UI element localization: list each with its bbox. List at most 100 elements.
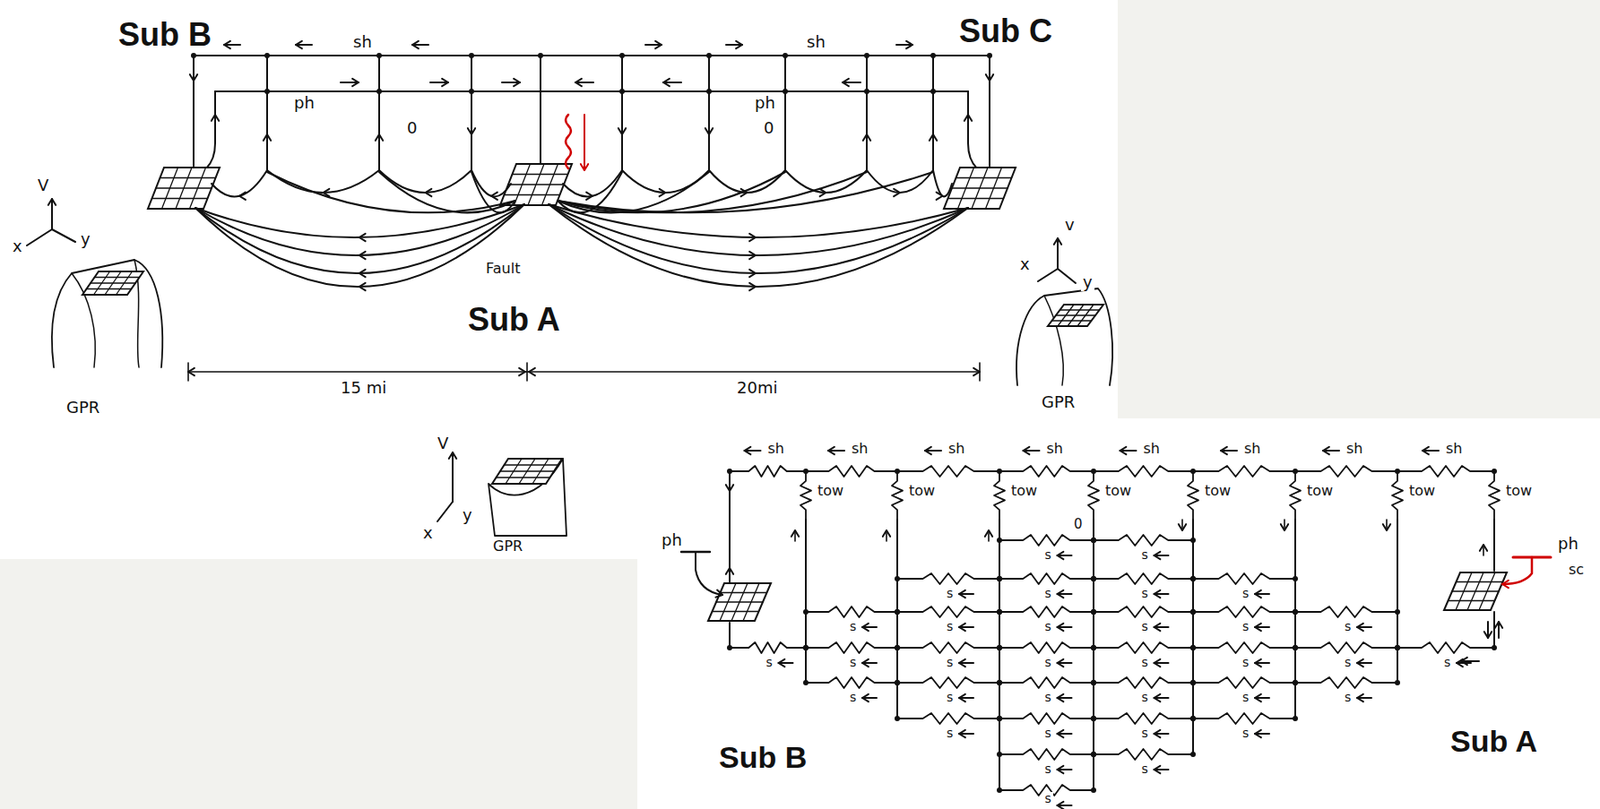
wire — [526, 363, 528, 381]
arrowhead — [1154, 730, 1161, 738]
junction-dot — [468, 88, 475, 95]
arrowhead — [1357, 659, 1364, 667]
wire-label: sh — [1444, 441, 1464, 458]
resistor-label: s — [1442, 656, 1453, 670]
ground-grid — [1047, 304, 1104, 327]
arrowhead — [211, 114, 219, 122]
arrowhead — [224, 41, 231, 49]
arrowhead — [359, 251, 366, 260]
wire-label: sh — [766, 441, 787, 458]
resistor-symbol — [1193, 642, 1296, 654]
resistor-symbol — [1193, 606, 1296, 618]
arrowhead — [726, 568, 734, 575]
resistor-label: s — [944, 656, 955, 670]
wire — [1056, 238, 1059, 269]
dimension-label: 15 mi — [338, 380, 389, 398]
wire — [1067, 304, 1084, 327]
arrowhead — [1057, 802, 1064, 809]
junction-dot — [1394, 645, 1401, 651]
dimension-label: 20mi — [735, 380, 779, 398]
junction-dot — [894, 716, 900, 722]
junction-dot — [894, 680, 900, 686]
resistor-symbol — [1093, 466, 1194, 477]
resistor-symbol — [1397, 466, 1495, 477]
arrowhead — [425, 189, 433, 197]
wire — [116, 271, 133, 295]
arrowhead — [1502, 580, 1509, 589]
junction-dot — [1090, 576, 1097, 582]
gpr-sketch — [1016, 288, 1113, 386]
arrowhead — [359, 233, 366, 242]
gpr-label: GPR — [64, 399, 102, 417]
wire-label: tow — [1305, 484, 1335, 500]
junction-dot — [1190, 576, 1196, 582]
junction-dot — [1292, 645, 1298, 651]
junction-dot — [264, 88, 270, 95]
wire — [1181, 519, 1184, 531]
arrowhead — [655, 41, 662, 49]
wire — [743, 583, 760, 622]
junction-dot — [803, 645, 809, 651]
junction-dot — [1190, 537, 1196, 544]
wire-label: sh — [1344, 441, 1365, 458]
arrowhead — [1154, 552, 1161, 560]
junction-dot — [1394, 680, 1401, 686]
sheet — [0, 418, 638, 560]
wire — [188, 371, 980, 373]
resistor-label: s — [944, 620, 955, 634]
resistor-symbol — [1295, 606, 1398, 618]
resistor-label: s — [1043, 587, 1054, 601]
arrowhead — [412, 41, 419, 49]
junction-dot — [1292, 680, 1298, 686]
junction-dot — [782, 88, 788, 95]
arrowhead — [749, 251, 756, 260]
arrowhead — [1254, 659, 1262, 667]
resistor-symbol — [999, 642, 1094, 654]
junction-dot — [1090, 680, 1097, 686]
arrowhead — [359, 283, 366, 291]
resistor-symbol — [729, 466, 806, 477]
junction-dot — [996, 576, 1003, 582]
resistor-symbol — [897, 713, 1000, 725]
wire — [1052, 320, 1092, 321]
wire — [985, 167, 1003, 209]
arrowhead — [1495, 622, 1503, 629]
arrowhead — [1057, 552, 1064, 560]
arrowhead — [985, 74, 994, 81]
junction-dot — [1090, 645, 1097, 651]
junction-dot — [1190, 680, 1196, 686]
wire — [51, 229, 76, 243]
wire — [1478, 572, 1496, 611]
resistor-symbol — [729, 642, 806, 654]
wire — [987, 530, 990, 542]
wire — [527, 164, 545, 206]
junction-dot — [1090, 716, 1097, 722]
junction-dot — [1090, 680, 1097, 686]
arrowhead — [239, 192, 246, 200]
arrowhead — [1057, 766, 1064, 774]
wire — [885, 530, 888, 542]
wire — [267, 170, 380, 193]
arrowhead — [964, 114, 972, 122]
resistor-symbol — [1093, 713, 1194, 725]
arrowhead — [1254, 623, 1262, 632]
wire-label: ph — [752, 95, 778, 113]
arrowhead — [820, 189, 827, 197]
wire — [1493, 519, 1496, 571]
arrowhead — [715, 590, 723, 598]
resistor-symbol — [1289, 471, 1301, 520]
arrowhead — [749, 233, 756, 242]
junction-dot — [996, 716, 1003, 722]
resistor-label: s — [1043, 792, 1054, 806]
wire — [152, 198, 208, 199]
arrowhead — [513, 78, 520, 87]
resistor-label: s — [847, 620, 858, 634]
arrowhead — [959, 730, 966, 738]
arrowhead — [959, 623, 966, 632]
wire — [190, 167, 207, 209]
resistor-symbol — [999, 677, 1094, 689]
arrowhead — [575, 78, 582, 87]
wire — [470, 55, 473, 171]
wire-label: sh — [946, 441, 967, 458]
wire-label: 0 — [405, 120, 419, 138]
